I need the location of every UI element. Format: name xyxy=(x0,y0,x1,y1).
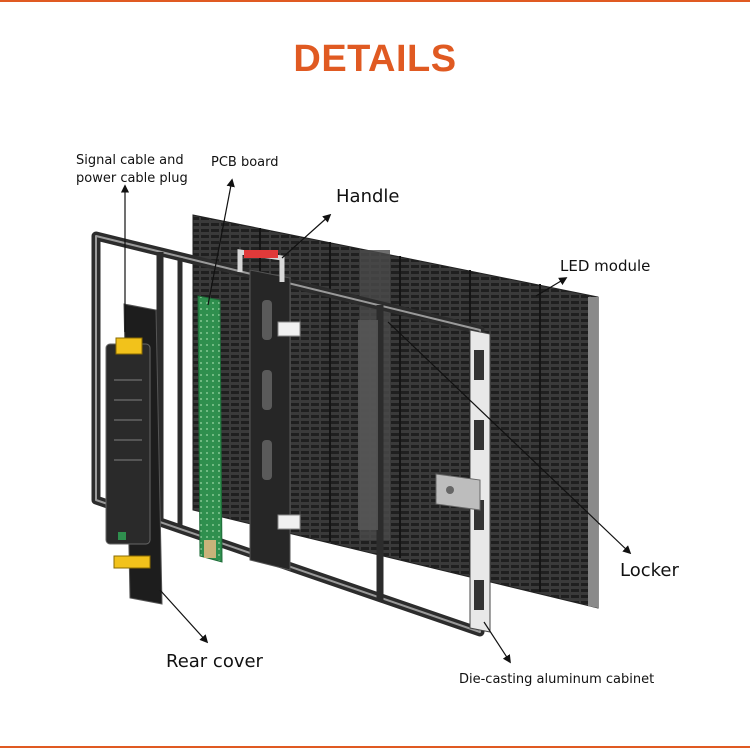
callout-lines xyxy=(120,178,632,664)
callout-cabinet xyxy=(483,621,511,664)
callout-rear-cover xyxy=(159,589,209,644)
callout-handle xyxy=(281,213,332,259)
label-handle: Handle xyxy=(336,186,400,207)
label-signal-cable-line2: power cable plug xyxy=(76,171,188,186)
callout-locker xyxy=(387,321,632,555)
label-cabinet: Die-casting aluminum cabinet xyxy=(459,672,655,687)
label-led-module: LED module xyxy=(560,257,651,275)
label-pcb-board: PCB board xyxy=(211,155,279,170)
callout-led-module xyxy=(535,277,568,297)
locker-bracket xyxy=(358,320,481,530)
label-rear-cover: Rear cover xyxy=(166,651,263,672)
center-rail xyxy=(249,269,301,571)
label-signal-cable: Signal cable and power cable plug xyxy=(76,152,188,188)
label-locker: Locker xyxy=(620,560,679,581)
page-title: DETAILS xyxy=(293,38,457,80)
handle xyxy=(237,249,285,282)
bottom-accent-rule xyxy=(0,746,750,748)
callout-pcb-board xyxy=(207,178,235,306)
label-signal-cable-line1: Signal cable and xyxy=(76,153,184,168)
rear-cover xyxy=(105,303,163,605)
top-accent-rule xyxy=(0,0,750,2)
pcb-board xyxy=(197,295,223,563)
